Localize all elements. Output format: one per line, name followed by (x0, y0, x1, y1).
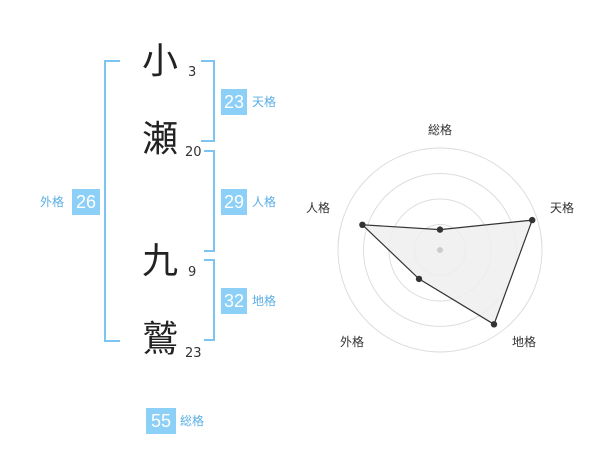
name-char-1: 小 (141, 41, 178, 82)
stroke-count-3: 9 (188, 265, 197, 280)
axis-label-tenkaku: 天格 (550, 200, 574, 215)
soukaku-label: 総格 (180, 414, 205, 428)
stroke-count-4: 23 (185, 346, 202, 361)
name-char-2: 瀬 (141, 119, 178, 160)
axis-label-chikaku: 地格 (512, 334, 536, 349)
radar-center (437, 247, 443, 253)
radar-point (436, 226, 444, 233)
axis-label-jinkaku: 人格 (306, 200, 330, 215)
gaikaku-bracket (104, 60, 120, 342)
tenkaku-label: 天格 (252, 95, 277, 109)
gaikaku-label: 外格 (40, 195, 65, 209)
chikaku-label: 地格 (252, 294, 277, 308)
tenkaku-value: 23 (221, 89, 247, 115)
name-char-4: 鷲 (141, 319, 178, 360)
radar-point (529, 216, 536, 224)
name-char-3: 九 (141, 241, 178, 282)
radar-polygon (360, 219, 534, 326)
jinkaku-label: 人格 (252, 195, 277, 209)
soukaku-value: 55 (146, 408, 176, 434)
axis-label-soukaku: 総格 (428, 122, 452, 137)
chikaku-value: 32 (221, 288, 247, 314)
stroke-count-1: 3 (188, 65, 197, 80)
gaikaku-value: 26 (72, 189, 100, 215)
chikaku-bracket (204, 259, 215, 341)
jinkaku-value: 29 (221, 189, 247, 215)
radar-point (490, 321, 498, 328)
stroke-count-2: 20 (185, 145, 202, 160)
axis-label-gaikaku: 外格 (340, 334, 364, 349)
tenkaku-bracket (201, 60, 215, 142)
jinkaku-bracket (204, 150, 215, 252)
radar-point (415, 275, 423, 283)
radar-point (359, 221, 366, 228)
radar-ring (337, 147, 543, 353)
